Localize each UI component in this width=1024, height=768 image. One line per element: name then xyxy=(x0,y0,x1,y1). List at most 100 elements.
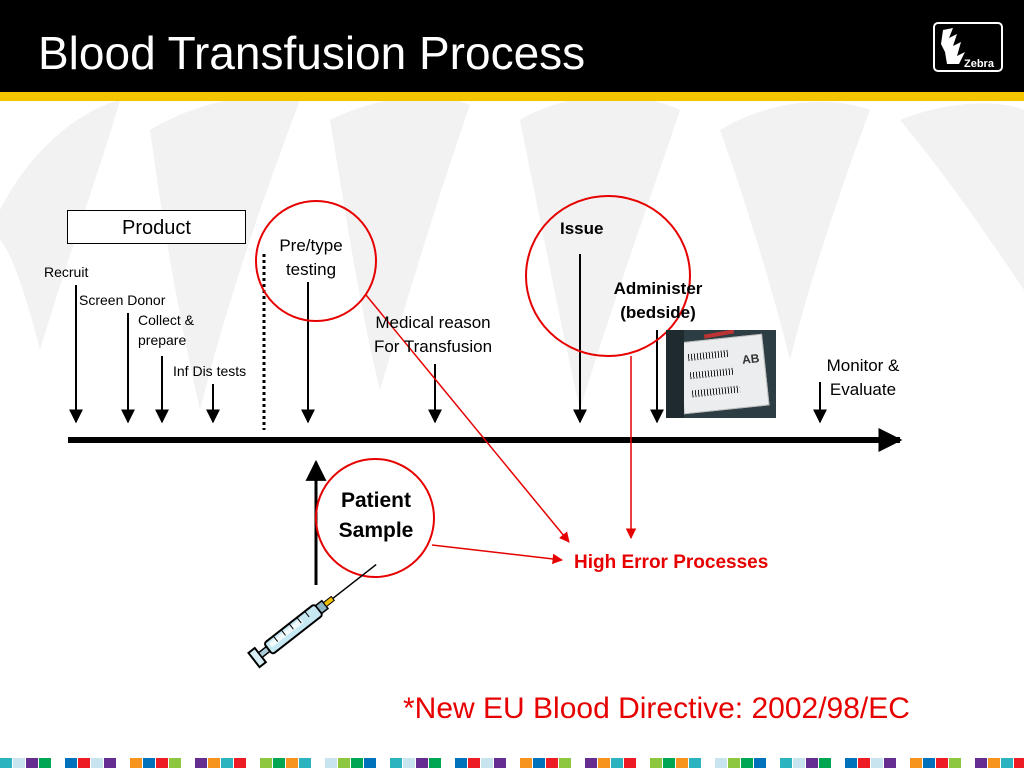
footer-square xyxy=(715,758,727,768)
slide-title: Blood Transfusion Process xyxy=(38,27,586,79)
step-administer-line1: Administer xyxy=(613,279,703,298)
footer-square xyxy=(130,758,142,768)
footer-square xyxy=(0,758,12,768)
footer-square xyxy=(1014,758,1024,768)
footer-square xyxy=(988,758,1000,768)
footer-square xyxy=(650,758,662,768)
footer-square xyxy=(455,758,467,768)
footer-square xyxy=(78,758,90,768)
footer-square xyxy=(234,758,246,768)
footer-square xyxy=(754,758,766,768)
footer-square xyxy=(26,758,38,768)
step-collect-line1: Collect & xyxy=(138,312,195,328)
footer-square xyxy=(741,758,753,768)
footer-square xyxy=(806,758,818,768)
footer-square xyxy=(585,758,597,768)
error-link-pretype xyxy=(365,294,570,543)
footer-square xyxy=(598,758,610,768)
footer-square xyxy=(195,758,207,768)
footer-square xyxy=(299,758,311,768)
footer-square xyxy=(1001,758,1013,768)
footer-square xyxy=(403,758,415,768)
footer-square xyxy=(390,758,402,768)
footer-square xyxy=(273,758,285,768)
footer-square xyxy=(559,758,571,768)
footer-square xyxy=(676,758,688,768)
footer-square xyxy=(416,758,428,768)
step-medical-line2: For Transfusion xyxy=(373,337,493,356)
footer-square xyxy=(871,758,883,768)
footer-square xyxy=(325,758,337,768)
footer-square xyxy=(156,758,168,768)
step-pretype-line2: testing xyxy=(285,260,337,279)
footer-square xyxy=(221,758,233,768)
footer-color-strip xyxy=(0,758,1024,768)
footer-square xyxy=(364,758,376,768)
footer-square xyxy=(13,758,25,768)
footer-square xyxy=(520,758,532,768)
footer-square xyxy=(481,758,493,768)
footer-square xyxy=(104,758,116,768)
background-stripes xyxy=(0,96,1024,411)
eu-directive-note: *New EU Blood Directive: 2002/98/EC xyxy=(403,692,910,725)
high-error-processes: High Error Processes xyxy=(574,552,769,573)
footer-square xyxy=(689,758,701,768)
footer-square xyxy=(923,758,935,768)
footer-square xyxy=(494,758,506,768)
photo-blood-type: AB xyxy=(741,351,761,367)
footer-square xyxy=(728,758,740,768)
highlight-circle-pretype xyxy=(255,200,377,322)
syringe-icon xyxy=(247,563,377,669)
step-administer-line2: (bedside) xyxy=(620,303,696,322)
logo-text: Zebra xyxy=(964,58,994,70)
highlight-circle-issue xyxy=(525,195,691,357)
footer-square xyxy=(533,758,545,768)
step-pretype-line1: Pre/type xyxy=(279,236,343,255)
footer-square xyxy=(546,758,558,768)
product-box: Product xyxy=(67,210,246,244)
step-issue: Issue xyxy=(560,219,604,238)
step-medical-line1: Medical reason xyxy=(375,313,491,332)
footer-square xyxy=(429,758,441,768)
footer-square xyxy=(793,758,805,768)
footer-square xyxy=(286,758,298,768)
step-screen-donor: Screen Donor xyxy=(79,292,166,308)
header-accent-line xyxy=(0,92,1024,101)
footer-square xyxy=(143,758,155,768)
footer-square xyxy=(780,758,792,768)
footer-square xyxy=(91,758,103,768)
step-monitor-line2: Evaluate xyxy=(829,380,897,399)
step-collect-line2: prepare xyxy=(138,332,187,348)
footer-square xyxy=(468,758,480,768)
footer-square xyxy=(351,758,363,768)
footer-square xyxy=(936,758,948,768)
step-inf-dis-tests: Inf Dis tests xyxy=(173,363,247,379)
footer-square xyxy=(663,758,675,768)
highlight-circle-patient-sample xyxy=(315,458,435,578)
footer-square xyxy=(65,758,77,768)
footer-square xyxy=(949,758,961,768)
footer-square xyxy=(338,758,350,768)
zebra-logo-icon xyxy=(933,22,1003,72)
footer-square xyxy=(910,758,922,768)
footer-square xyxy=(39,758,51,768)
patient-sample-line2: Sample xyxy=(338,519,414,542)
footer-square xyxy=(819,758,831,768)
footer-square xyxy=(208,758,220,768)
header-bar xyxy=(0,0,1024,92)
step-recruit: Recruit xyxy=(44,264,89,280)
blood-bag-photo: AB xyxy=(666,330,776,418)
footer-square xyxy=(260,758,272,768)
footer-square xyxy=(858,758,870,768)
patient-sample-line1: Patient xyxy=(340,489,411,512)
footer-square xyxy=(611,758,623,768)
step-monitor-line1: Monitor & xyxy=(826,356,900,375)
footer-square xyxy=(624,758,636,768)
error-link-patient-sample xyxy=(431,544,564,565)
footer-square xyxy=(169,758,181,768)
footer-square xyxy=(845,758,857,768)
footer-square xyxy=(975,758,987,768)
footer-square xyxy=(884,758,896,768)
